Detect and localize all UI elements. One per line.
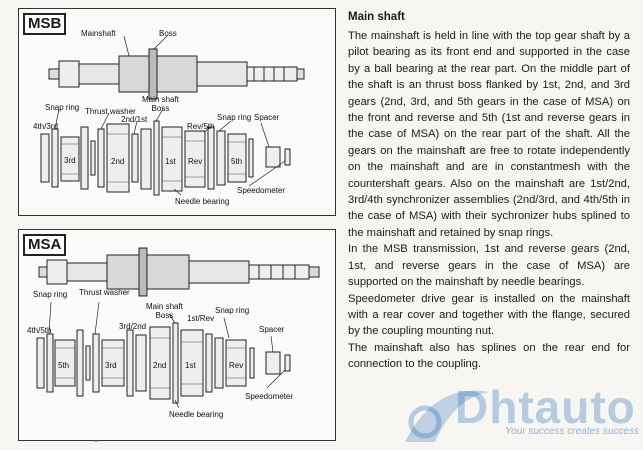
msa-label-rev: Rev [229,361,244,370]
msb-label-main-shaft-boss: Main shaft Boss [142,95,179,113]
mainshaft-description: Main shaft The mainshaft is held in line… [348,10,630,373]
msb-label-snap-ring-left: Snap ring [45,103,80,112]
msb-label-mainshaft: Mainshaft [81,29,116,38]
msb-label-2nd-1st: 2nd/1st [121,115,148,124]
msa-label-1st: 1st [185,361,196,370]
msa-mainshaft-drawing [36,247,320,409]
msb-label-3rd: 3rd [64,156,76,165]
paragraph-2: In the MSB transmission, 1st and reverse… [348,243,630,289]
msa-label-1st-rev: 1st/Rev [187,314,215,323]
paragraph-1: The mainshaft is held in line with the t… [348,30,630,239]
msb-label-speedometer: Speedometer [237,186,286,195]
msb-label-rev-5th: Rev/5th [187,122,215,131]
msb-label-thrust-washer: Thrust washer [85,107,136,116]
msa-label-snap-ring-right: Snap ring [215,306,250,315]
msa-label-snap-ring-left: Snap ring [33,290,68,299]
watermark-brand: Dhtauto [455,381,636,433]
msb-label-1st: 1st [165,157,176,166]
watermark-slogan: Your success creates success [505,426,639,437]
msb-diagram-panel: MSB [18,8,336,216]
msa-label-spacer: Spacer [259,325,285,334]
msa-label-3rd: 3rd [105,361,117,370]
msb-label-4th-3rd: 4th/3rd [33,122,58,131]
msb-label-spacer: Spacer [254,113,280,122]
msb-mainshaft-drawing [40,35,305,196]
msa-label-thrust-washer: Thrust washer [79,288,130,297]
msb-label-5th: 5th [231,157,243,166]
section-heading: Main shaft [348,11,405,23]
msa-label-3rd-2nd: 3rd/2nd [119,322,147,331]
msa-label-5th: 5th [58,361,70,370]
msa-label-needle-bearing: Needle bearing [169,410,224,419]
msa-diagram-panel: MSA [18,229,336,441]
msb-label-snap-ring-right: Snap ring [217,113,252,122]
msa-tag: MSA [23,234,67,256]
msa-label-speedometer: Speedometer [245,392,294,401]
msa-label-2nd: 2nd [153,361,167,370]
msb-label-2nd: 2nd [111,157,125,166]
paragraph-4: The mainshaft also has splines on the re… [348,341,630,371]
msb-label-boss: Boss [159,29,177,38]
msa-label-4th-5th: 4th/5th [27,326,52,335]
msa-label-main-shaft-boss: Main shaft Boss [146,302,183,320]
msb-tag: MSB [23,13,67,35]
msb-label-needle-bearing: Needle bearing [175,197,230,206]
msb-label-rev: Rev [188,157,203,166]
speck-dot [95,440,97,442]
paragraph-3: Speedometer drive gear is installed on t… [348,292,630,338]
